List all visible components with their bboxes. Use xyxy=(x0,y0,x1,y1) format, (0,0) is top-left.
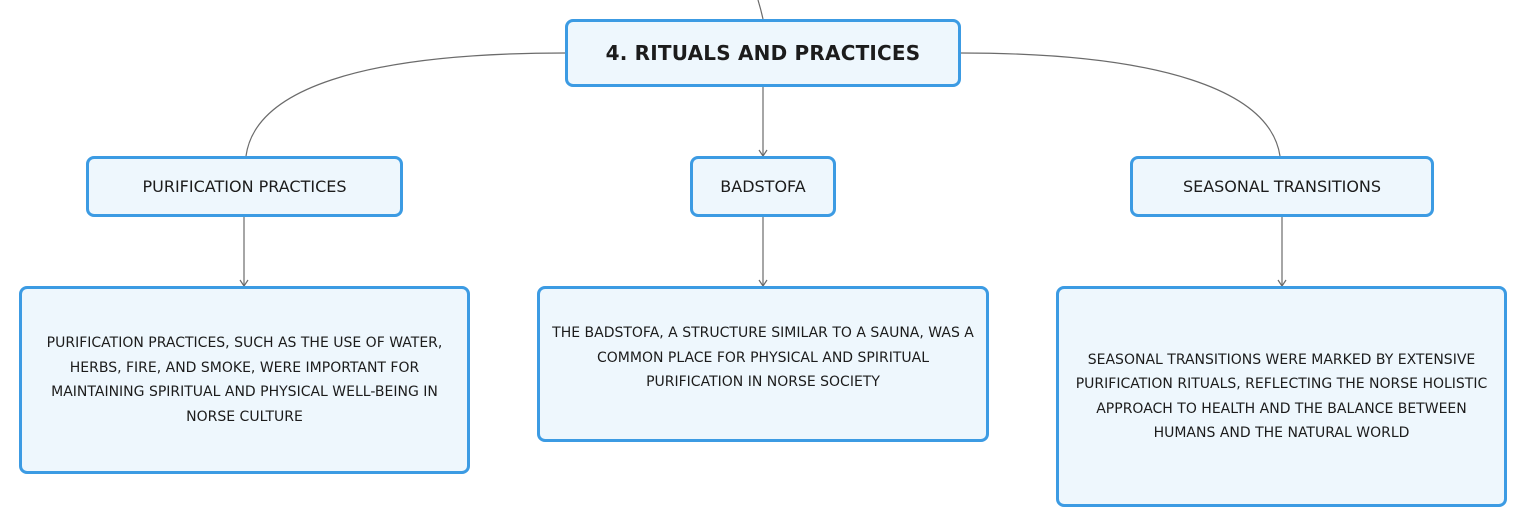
detail-node-purification-practices[interactable]: PURIFICATION PRACTICES, SUCH AS THE USE … xyxy=(19,286,470,474)
detail-node-text: PURIFICATION PRACTICES, SUCH AS THE USE … xyxy=(46,335,443,425)
detail-node-text: THE BADSTOFA, A STRUCTURE SIMILAR TO A S… xyxy=(552,325,974,390)
topic-node-badstofa[interactable]: BADSTOFA xyxy=(690,156,836,217)
topic-node-label: SEASONAL TRANSITIONS xyxy=(1182,177,1382,196)
root-node-label: 4. RITUALS AND PRACTICES xyxy=(605,41,921,65)
topic-node-purification-practices[interactable]: PURIFICATION PRACTICES xyxy=(86,156,403,217)
topic-node-label: PURIFICATION PRACTICES xyxy=(142,177,347,196)
root-node[interactable]: 4. RITUALS AND PRACTICES xyxy=(565,19,961,87)
connector-parent-to-root xyxy=(757,0,764,20)
connector-root-to-seasonal xyxy=(960,52,1281,157)
connector-root-to-purification xyxy=(245,52,566,157)
detail-node-text: SEASONAL TRANSITIONS WERE MARKED BY EXTE… xyxy=(1075,351,1488,442)
detail-node-seasonal-transitions[interactable]: SEASONAL TRANSITIONS WERE MARKED BY EXTE… xyxy=(1056,286,1507,507)
topic-node-seasonal-transitions[interactable]: SEASONAL TRANSITIONS xyxy=(1130,156,1434,217)
topic-node-label: BADSTOFA xyxy=(720,177,806,196)
detail-node-badstofa[interactable]: THE BADSTOFA, A STRUCTURE SIMILAR TO A S… xyxy=(537,286,989,442)
